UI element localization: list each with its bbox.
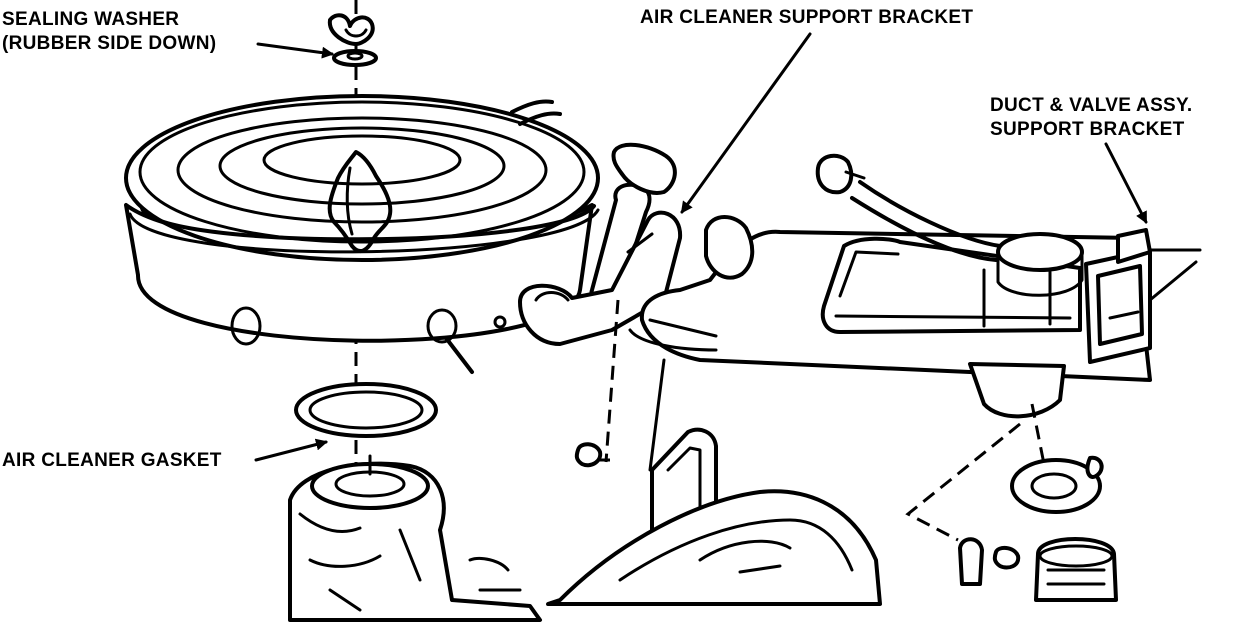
duct-valve-support-title: SUPPORT BRACKET (990, 119, 1185, 140)
sealing-washer-label: SEALING WASHER (RUBBER SIDE DOWN) (2, 8, 216, 56)
air-cleaner-gasket (294, 382, 438, 438)
lower-bracket-plate (648, 358, 718, 532)
air-cleaner-housing (124, 94, 600, 374)
carburetor (288, 454, 542, 622)
duct-valve-assy-title: DUCT & VALVE ASSY. (990, 95, 1193, 116)
leader-duct-valve-support-bracket (1104, 142, 1148, 224)
vacuum-hose (815, 153, 1002, 262)
bolt-right (958, 537, 1021, 586)
duct-valve-assembly (820, 228, 1202, 419)
valve-clamp (1010, 455, 1104, 514)
bolt-left (574, 442, 603, 468)
sealing-washer (332, 49, 378, 67)
air-cleaner-gasket-title: AIR CLEANER GASKET (2, 450, 222, 471)
sealing-washer-title: SEALING WASHER (2, 9, 180, 30)
leader-air-cleaner-gasket (254, 438, 328, 462)
air-cleaner-support-bracket (518, 210, 683, 346)
leader-sealing-washer (256, 42, 334, 59)
air-cleaner-support-bracket-label: AIR CLEANER SUPPORT BRACKET (640, 6, 973, 30)
air-cleaner-support-bracket-title: AIR CLEANER SUPPORT BRACKET (640, 7, 974, 28)
air-cleaner-gasket-label: AIR CLEANER GASKET (2, 449, 222, 473)
leader-air-cleaner-support-bracket (680, 32, 812, 214)
sealing-washer-note: (RUBBER SIDE DOWN) (2, 33, 217, 54)
engine-valve-cover (546, 489, 882, 606)
wing-nut (327, 13, 375, 46)
duct-valve-assy-label: DUCT & VALVE ASSY. SUPPORT BRACKET (990, 94, 1192, 142)
fuel-pump-canister (1034, 537, 1118, 602)
